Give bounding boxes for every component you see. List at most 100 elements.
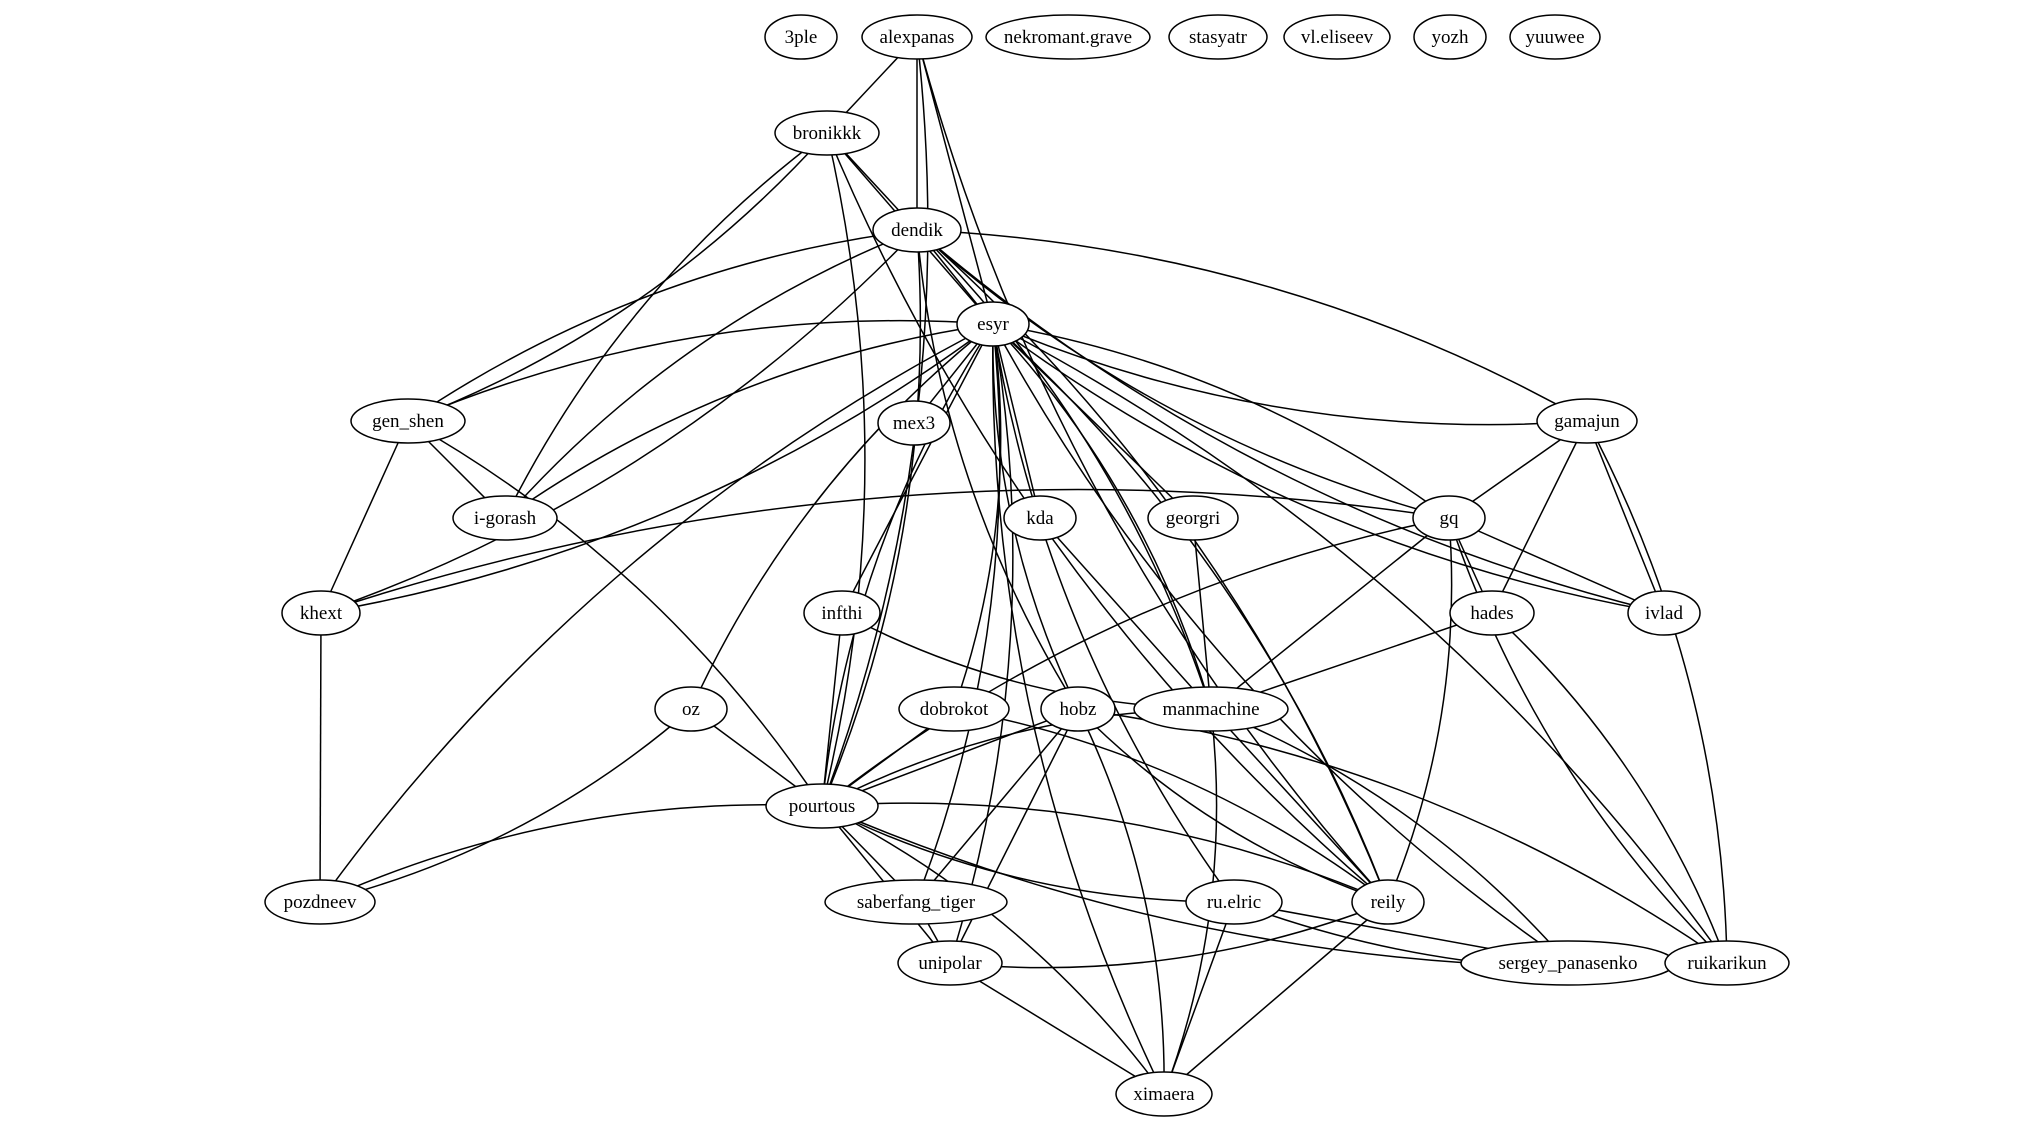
node-label: gamajun [1554, 411, 1620, 432]
node-ellipse [956, 301, 1030, 347]
edge-gamajun-ruikarikun [1586, 420, 1728, 964]
node-ellipse [1168, 14, 1268, 60]
edge-esyr-unipolar [949, 323, 1014, 964]
node-label: 3ple [785, 27, 818, 48]
edge-bronikkk-pourtous [821, 132, 866, 807]
edge-gq-khext [320, 488, 1450, 614]
node-mex3: mex3 [877, 400, 951, 446]
edge-hades-ruikarikun [1491, 612, 1728, 964]
edge-dendik-manmachine [916, 229, 1212, 710]
node-gamajun: gamajun [1536, 398, 1638, 444]
edge-dendik-gamajun [916, 229, 1588, 422]
edge-esyr-ru.elric [992, 323, 1235, 903]
edge-esyr-i-gorash [504, 323, 994, 519]
node-ellipse [1536, 398, 1638, 444]
edge-pourtous-reily [821, 802, 1389, 903]
edge-hobz-unipolar [949, 708, 1079, 964]
edge-gamajun-ivlad [1586, 420, 1665, 614]
node-label: vl.eliseev [1301, 27, 1374, 48]
node-pozdneev: pozdneev [264, 879, 376, 925]
node-ellipse [872, 207, 962, 253]
node-label: gq [1440, 508, 1460, 529]
node-label: gen_shen [372, 411, 444, 432]
edge-esyr-manmachine [992, 323, 1212, 710]
node-nekromant: nekromant.grave [985, 14, 1151, 60]
node-gq: gq [1412, 495, 1486, 541]
node-georgri: georgri [1147, 495, 1239, 541]
edge-khext-pozdneev [319, 612, 322, 903]
edge-hobz-ximaera [1077, 708, 1165, 1095]
node-hades: hades [1449, 590, 1535, 636]
edge-oz-pozdneev [319, 708, 692, 903]
node-label: alexpanas [880, 27, 955, 48]
edge-dendik-gq [916, 229, 1450, 519]
node-yozh: yozh [1413, 14, 1487, 60]
node-yuuwee: yuuwee [1509, 14, 1601, 60]
node-ellipse [898, 686, 1010, 732]
node-stasyatr: stasyatr [1168, 14, 1268, 60]
node-ellipse [1627, 590, 1701, 636]
edge-gq-ruikarikun [1448, 517, 1728, 964]
node-ellipse [1413, 14, 1487, 60]
node-label: hobz [1060, 699, 1097, 720]
node-gen_shen: gen_shen [350, 398, 466, 444]
node-i-gorash: i-gorash [452, 495, 558, 541]
node-label: infthi [821, 603, 862, 624]
node-layer: 3ple alexpanas nekromant.grave stasyatr vl.e… [264, 14, 1790, 1117]
node-label: yozh [1432, 27, 1469, 48]
edge-esyr-ruikarikun [992, 323, 1728, 964]
edge-esyr-pourtous [821, 323, 994, 807]
edge-esyr-sergey_panasenko [992, 323, 1569, 964]
edge-manmachine-sergey_panasenko [1210, 708, 1569, 964]
node-infthi: infthi [803, 590, 881, 636]
node-dendik: dendik [872, 207, 962, 253]
node-ellipse [824, 879, 1008, 925]
edge-unipolar-ximaera [949, 962, 1165, 1095]
edge-esyr-gq [992, 323, 1450, 519]
node-label: ivlad [1645, 603, 1683, 624]
node-dobrokot: dobrokot [898, 686, 1010, 732]
node-kda: kda [1003, 495, 1077, 541]
edge-esyr-georgri [992, 323, 1194, 519]
edge-esyr-gamajun [992, 323, 1588, 426]
edge-pourtous-ru.elric [821, 805, 1235, 903]
node-khext: khext [281, 590, 361, 636]
node-ellipse [1283, 14, 1391, 60]
node-ellipse [765, 783, 879, 829]
node-label: saberfang_tiger [857, 892, 976, 913]
edge-dendik-khext [320, 229, 918, 614]
node-label: manmachine [1162, 699, 1259, 720]
edge-esyr-ivlad [992, 323, 1665, 614]
node-ellipse [1412, 495, 1486, 541]
node-saberfang_tiger: saberfang_tiger [824, 879, 1008, 925]
node-ellipse [1509, 14, 1601, 60]
node-ellipse [774, 110, 880, 156]
node-ellipse [1003, 495, 1077, 541]
node-ellipse [264, 879, 376, 925]
edge-dendik-i-gorash [504, 229, 918, 519]
edge-bronikkk-gen_shen [407, 132, 828, 422]
node-hobz: hobz [1040, 686, 1116, 732]
node-oz: oz [654, 686, 728, 732]
edge-dobrokot-reily [953, 708, 1389, 903]
node-label: stasyatr [1189, 27, 1248, 48]
node-label: kda [1026, 508, 1054, 529]
node-label: dobrokot [920, 699, 989, 720]
node-label: pourtous [789, 796, 856, 817]
node-label: i-gorash [474, 508, 537, 529]
node-ellipse [452, 495, 558, 541]
edge-esyr-dobrokot [953, 323, 1002, 710]
node-ellipse [985, 14, 1151, 60]
edge-esyr-kda [992, 323, 1041, 519]
node-label: hades [1470, 603, 1513, 624]
node-label: georgri [1166, 508, 1221, 529]
edge-layer [319, 36, 1728, 1095]
edge-dendik-pourtous [821, 229, 922, 807]
node-sergey_panasenko: sergey_panasenko [1460, 940, 1676, 986]
edge-gamajun-hades [1491, 420, 1588, 614]
node-ru.elric: ru.elric [1185, 879, 1283, 925]
node-ellipse [1147, 495, 1239, 541]
node-label: ximaera [1133, 1084, 1195, 1105]
edge-gq-manmachine [1210, 517, 1450, 710]
node-ellipse [803, 590, 881, 636]
